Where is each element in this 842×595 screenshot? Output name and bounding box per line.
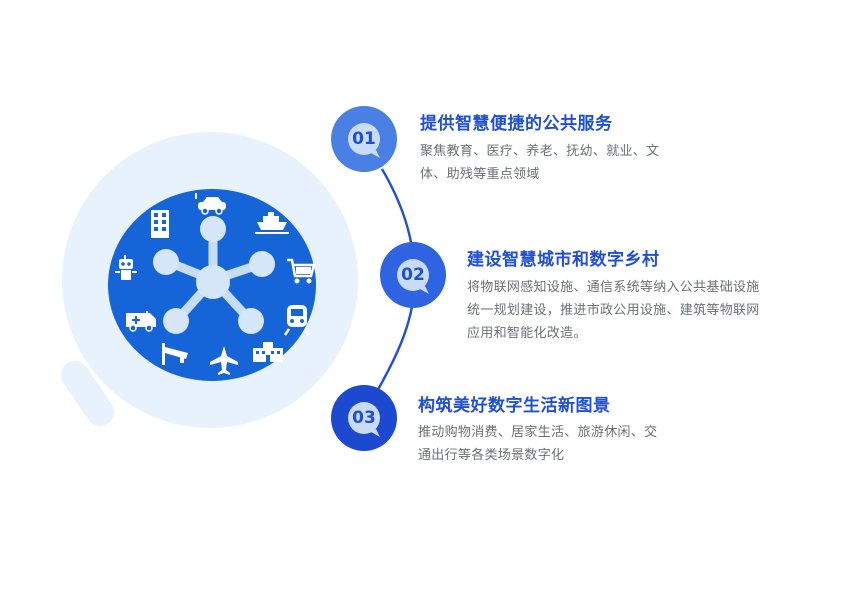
- step-3-title: 构筑美好数字生活新图景: [418, 396, 611, 416]
- airplane-icon: [210, 346, 238, 375]
- step-1-marker: [331, 106, 397, 172]
- network-node-left: [153, 249, 179, 275]
- robot-icon: [115, 255, 137, 280]
- ship-icon: [255, 212, 289, 234]
- step-2-marker: [380, 242, 446, 308]
- step-3-description: 推动购物消费、居家生活、旅游休闲、交 通出行等各类场景数字化: [418, 421, 657, 467]
- network-node-top: [200, 216, 226, 242]
- train-icon: [283, 305, 311, 336]
- shopping-cart-icon: [287, 258, 316, 284]
- network-node-bottom-left: [163, 308, 189, 334]
- step-3-marker: [331, 385, 397, 451]
- step-2-desc-line: 统一规划建设，推进市政公用设施、建筑等物联网: [467, 303, 760, 318]
- step-1-number: 01: [352, 129, 376, 149]
- step-3-desc-line: 推动购物消费、居家生活、旅游休闲、交: [418, 425, 658, 440]
- office-building-icon: [151, 210, 169, 238]
- car-icon: [195, 193, 226, 215]
- step-1-desc-line: 体、助残等重点领域: [420, 167, 540, 182]
- building-icon: [253, 342, 283, 362]
- step-2-desc-line: 应用和智能化改造。: [467, 326, 587, 341]
- step-2-number: 02: [401, 265, 425, 285]
- step-2-desc-line: 将物联网感知设施、通信系统等纳入公共基础设施: [467, 280, 760, 295]
- step-3-number: 03: [352, 408, 376, 428]
- step-3-desc-line: 通出行等各类场景数字化: [418, 448, 565, 463]
- halo-handle: [61, 361, 114, 426]
- network-node-bottom-right: [238, 308, 264, 334]
- step-1-title: 提供智慧便捷的公共服务: [420, 114, 613, 134]
- network-node-right: [249, 251, 275, 277]
- step-1-desc-line: 聚焦教育、医疗、养老、抚幼、就业、文: [420, 144, 660, 159]
- network-node-center: [196, 265, 230, 299]
- surveillance-camera-icon: [162, 343, 188, 365]
- step-2-title: 建设智慧城市和数字乡村: [467, 250, 660, 270]
- ambulance-icon: [126, 311, 156, 332]
- step-2-description: 将物联网感知设施、通信系统等纳入公共基础设施 统一规划建设，推进市政公用设施、建…: [467, 276, 760, 345]
- step-1-description: 聚焦教育、医疗、养老、抚幼、就业、文 体、助残等重点领域: [420, 140, 659, 186]
